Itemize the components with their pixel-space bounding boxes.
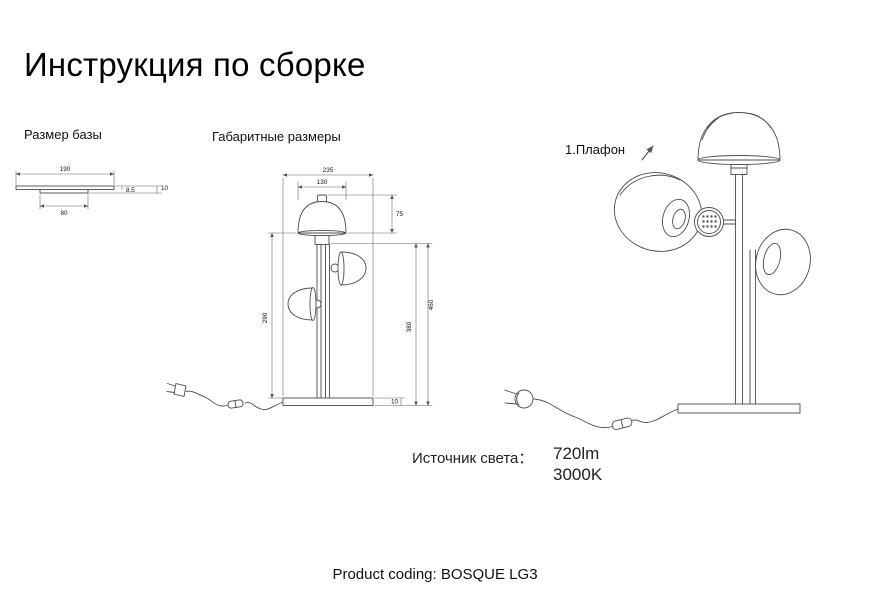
page-title: Инструкция по сборке	[24, 46, 366, 83]
top-shade	[697, 112, 781, 175]
top-shade-holder	[314, 235, 330, 245]
light-source-label: Источник света：	[412, 450, 534, 467]
left-shade	[613, 172, 703, 252]
dim-shade-width: 130	[317, 179, 328, 186]
dim-base-inner-width: 80	[60, 210, 68, 217]
dim-base-plate-thickness: 8.5	[126, 187, 135, 194]
dim-base-total-thickness: 10	[161, 185, 169, 192]
plug	[514, 389, 534, 409]
power-cord	[166, 382, 284, 410]
right-shade	[755, 228, 811, 296]
lamp-poles	[735, 170, 756, 405]
dim-shade-height: 75	[396, 211, 404, 218]
power-cord	[504, 389, 679, 430]
base-dimension-drawing: 190 80 8.5 10	[15, 166, 169, 217]
led-dots	[702, 215, 717, 228]
light-source-color-temperature: 3000K	[553, 465, 603, 484]
base-bottom-plate	[39, 189, 89, 194]
lamp-poles	[316, 243, 330, 399]
base-side-view	[15, 185, 115, 194]
top-shade-finial	[317, 194, 327, 203]
base-size-label: Размер базы	[24, 127, 102, 142]
led-module	[694, 207, 736, 237]
light-source-lumens: 720lm	[553, 444, 600, 463]
dim-base-width: 190	[60, 166, 71, 173]
base-dimension-annotations: 190 80 8.5 10	[15, 166, 169, 217]
product-coding: Product coding: BOSQUE LG3	[332, 566, 538, 583]
overall-dimensions-drawing: 235 130 75 290 380 460 1	[166, 167, 435, 410]
lamp-base	[282, 397, 374, 406]
base-top-plate	[15, 185, 115, 190]
lamp-base	[677, 403, 801, 414]
plafond-label: 1.Плафон	[565, 142, 626, 157]
top-shade-holder	[730, 164, 748, 175]
dim-total-height: 460	[428, 299, 435, 310]
overall-size-label: Габаритные размеры	[212, 129, 341, 144]
assembled-lamp-drawing	[504, 112, 811, 430]
middle-shade	[330, 251, 367, 286]
dimension-annotations: 235 130 75 290 380 460 1	[262, 167, 435, 406]
dim-base-thickness: 10	[391, 399, 399, 406]
lower-shade	[287, 287, 322, 321]
top-shade	[297, 194, 347, 245]
light-source-values: 720lm 3000K	[553, 443, 602, 485]
dim-overall-width: 235	[323, 167, 334, 174]
dim-upper-height: 380	[406, 321, 413, 332]
plafond-pointer-arrow	[641, 145, 654, 161]
plug	[173, 382, 187, 398]
dim-lower-shade-height: 290	[262, 312, 269, 323]
